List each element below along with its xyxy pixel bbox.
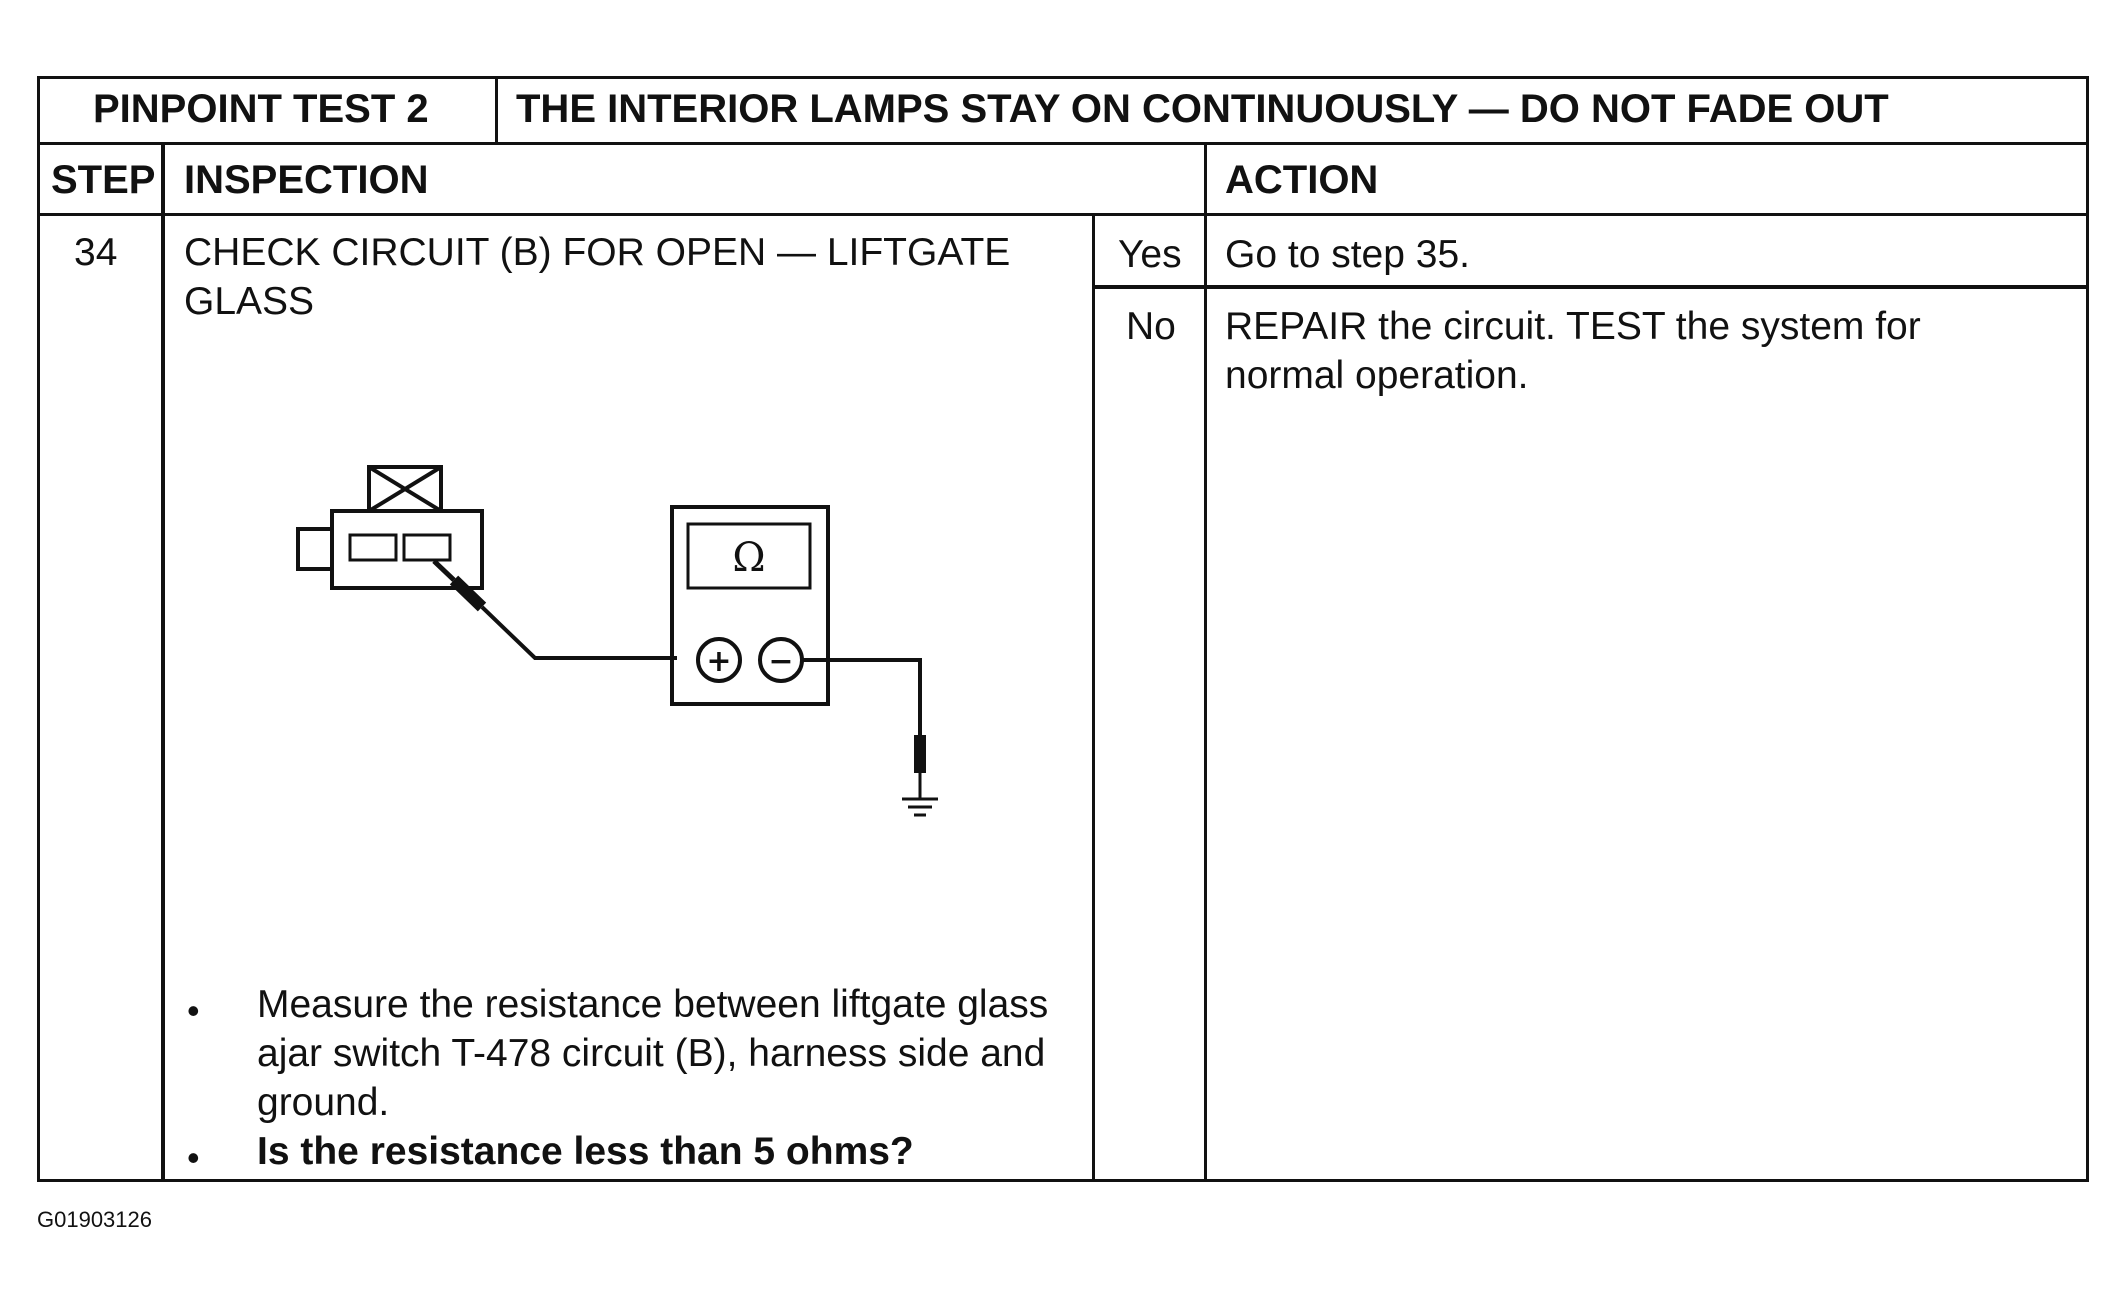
ohmmeter-icon: Ω + − — [670, 505, 830, 706]
yes-no-divider — [1092, 285, 2089, 289]
inspection-column-header: INSPECTION — [184, 158, 429, 202]
inspection-title-line-1: CHECK CIRCUIT (B) FOR OPEN — LIFTGATE — [184, 231, 1011, 274]
header-bottom-rule — [37, 142, 2089, 145]
positive-terminal-symbol: + — [706, 644, 731, 679]
action-column-header: ACTION — [1225, 158, 1379, 202]
step-number: 34 — [74, 231, 118, 274]
answer-no: No — [1126, 305, 1176, 348]
header-divider — [495, 76, 498, 145]
ohmmeter-test-diagram: Ω + − — [296, 465, 938, 817]
step-column-header: STEP — [51, 158, 156, 202]
probe-lead-icon — [432, 559, 677, 660]
action-no-line-2: normal operation. — [1225, 354, 1529, 397]
bullet-dot-1: • — [187, 990, 200, 1031]
table-border-top — [37, 76, 2089, 79]
table-border-bottom — [37, 1179, 2089, 1182]
negative-terminal-symbol: − — [768, 644, 793, 679]
bullet-1-line-2: ajar switch T-478 circuit (B), harness s… — [257, 1032, 1046, 1075]
connector-icon — [296, 465, 484, 590]
inspection-title-line-2: GLASS — [184, 280, 315, 323]
figure-code: G01903126 — [37, 1207, 152, 1232]
action-yes-line-1: Go to step 35. — [1225, 233, 1470, 276]
action-no-line-1: REPAIR the circuit. TEST the system for — [1225, 305, 1921, 348]
bullet-dot-2: • — [187, 1137, 200, 1178]
bullet-2-question: Is the resistance less than 5 ohms? — [257, 1130, 914, 1173]
bullet-1-line-1: Measure the resistance between liftgate … — [257, 983, 1049, 1026]
column-header-bottom-rule — [37, 213, 2089, 216]
table-border-left — [37, 76, 40, 1182]
answer-column-left-divider — [1092, 213, 1095, 1182]
table-border-right — [2086, 76, 2089, 1182]
pinpoint-test-label: PINPOINT TEST 2 — [93, 87, 429, 131]
step-column-divider — [161, 142, 165, 1182]
bullet-1-line-3: ground. — [257, 1081, 390, 1124]
ground-icon — [802, 658, 938, 817]
answer-yes: Yes — [1118, 233, 1182, 276]
ohm-symbol: Ω — [732, 535, 765, 581]
action-column-divider — [1204, 142, 1207, 1182]
pinpoint-test-title: THE INTERIOR LAMPS STAY ON CONTINUOUSLY … — [516, 87, 1889, 131]
